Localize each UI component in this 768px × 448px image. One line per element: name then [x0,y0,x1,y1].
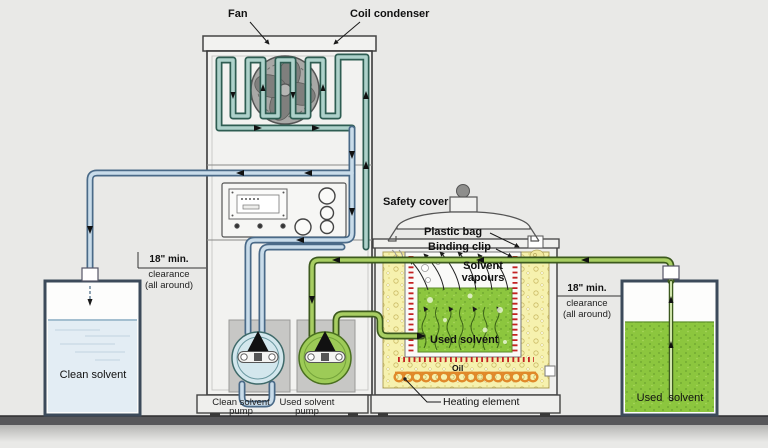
still-rim [372,238,560,249]
tank-fitting [81,267,99,282]
clean-pump-label-2: pump [229,406,253,417]
clean-pump-label-1: Clean solvent [212,397,270,408]
used-pump-label-2: pump [295,406,319,417]
tank-inlet-stream [87,286,93,306]
oil-label: Oil [452,363,464,373]
control-knobs[interactable] [294,187,336,236]
leader-lines [249,21,520,403]
coil-condenser [215,53,370,251]
used-solvent-bath [417,287,513,353]
clean-solvent-pump [231,331,285,385]
clearance-left-line1: 18" min. [149,254,189,265]
binding-clip [527,235,544,249]
clean-solvent-tank-label: Clean solvent [59,369,127,381]
clean-solvent-tank [43,279,142,417]
used-solvent-pipe [308,256,675,345]
still-unit [370,235,561,417]
fan-label: Fan [228,8,248,20]
solvent-vapours-label-2: vapours [461,272,505,284]
used-solvent-still-label: Used solvent [430,334,499,346]
safety-cover-label: Safety cover [383,196,449,208]
flow-arrows [87,84,674,348]
clearance-right-line1: 18" min. [567,283,607,294]
clearance-right-line2: clearance [566,298,608,309]
used-pump-label-1: Used solvent [279,397,335,408]
used-solvent-drum-label: Used solvent [636,392,704,404]
indicator-lights[interactable] [234,223,286,229]
heating-element-label: Heating element [443,396,520,408]
clearance-dimension-left [137,252,206,269]
plastic-bag-label: Plastic bag [424,226,483,238]
drum-fitting [662,265,680,280]
control-panel [221,182,347,238]
solvent-vapours-label-1: Solvent [463,260,503,272]
coil-condenser-label: Coil condenser [350,8,430,20]
heating-element [393,371,539,383]
clearance-left-line3: (all around) [144,280,194,291]
clearance-left-line2: clearance [148,269,190,280]
floor [0,415,768,442]
safety-cover [387,184,540,242]
display-screen [236,194,280,214]
binding-clip-label: Binding clip [428,241,491,253]
clearance-right-line3: (all around) [562,309,612,320]
used-solvent-pump [298,331,352,385]
